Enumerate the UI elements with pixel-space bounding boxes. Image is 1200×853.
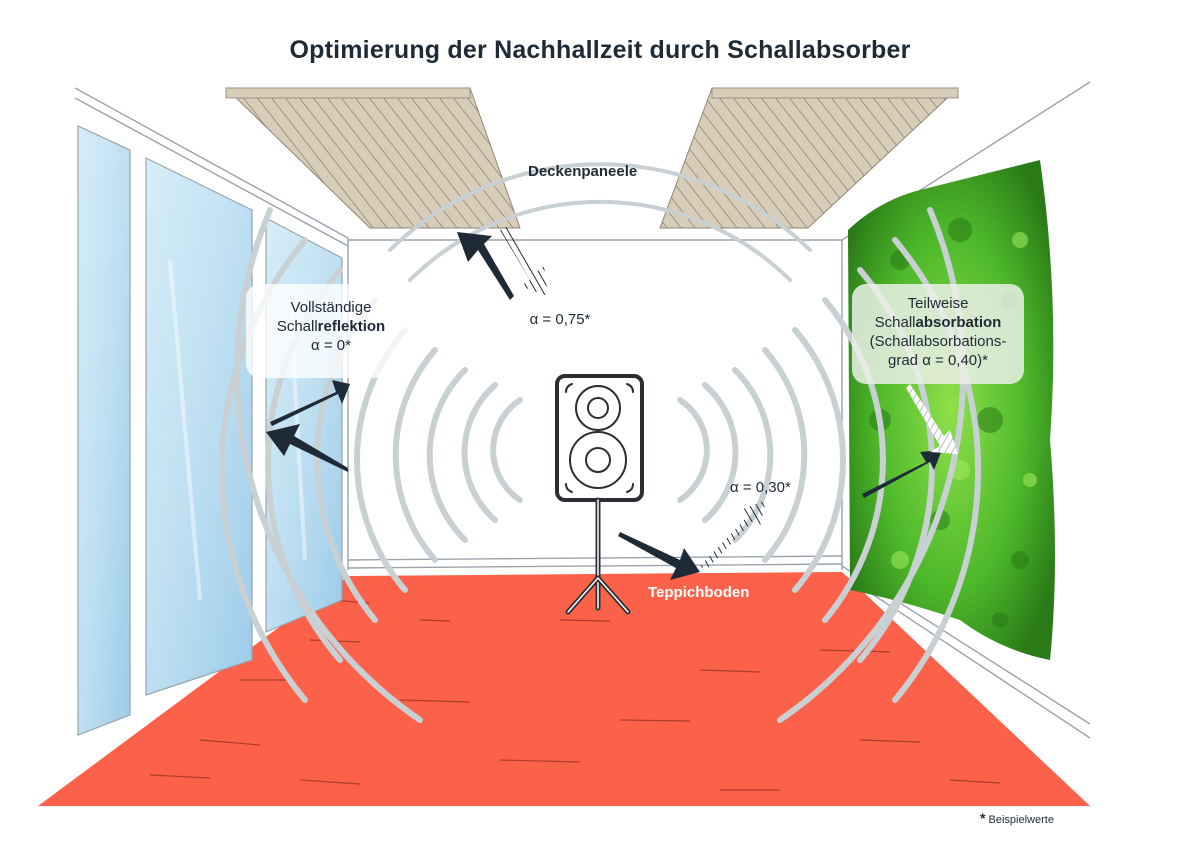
absorption-line3: (Schallabsorbations- (869, 333, 1007, 350)
reflection-alpha: α = 0* (311, 337, 351, 354)
reflection-prefix: Schall (276, 318, 318, 335)
reflection-line1: Vollständige (290, 299, 372, 316)
reflection-callout: Vollständige Schallreflektion α = 0* (246, 284, 416, 378)
speaker-icon (555, 374, 644, 615)
carpet-label: Teppichboden (648, 584, 750, 601)
reflection-bold: reflektion (317, 318, 386, 335)
ceiling-alpha-label: α = 0,75* (529, 311, 591, 328)
ceiling-panels-label: Deckenpaneele (528, 163, 638, 180)
sound-wave-icon (218, 162, 982, 723)
arrow-icon (266, 232, 942, 580)
ceiling-panels (224, 87, 960, 229)
hatched-arrow-icon (500, 226, 958, 570)
absorption-callout: Teilweise Schallabsorbation (Schallabsor… (852, 284, 1024, 384)
diagram-title: Optimierung der Nachhallzeit durch Schal… (289, 36, 911, 64)
absorption-prefix: Schall (874, 314, 916, 331)
absorption-line4: grad α = 0,40)* (888, 352, 988, 369)
absorption-bold: absorbation (915, 314, 1002, 331)
carpet-floor (38, 572, 1090, 806)
footnote-text: Beispielwerte (988, 814, 1054, 826)
carpet-alpha-label: α = 0,30* (730, 479, 791, 496)
reflection-line2: Schallreflektion (246, 317, 416, 336)
footnote: * Beispielwerte (980, 810, 1054, 826)
footnote-star: * (980, 810, 986, 826)
absorption-line2: Schallabsorbation (852, 313, 1024, 332)
absorption-line1: Teilweise (907, 295, 969, 312)
